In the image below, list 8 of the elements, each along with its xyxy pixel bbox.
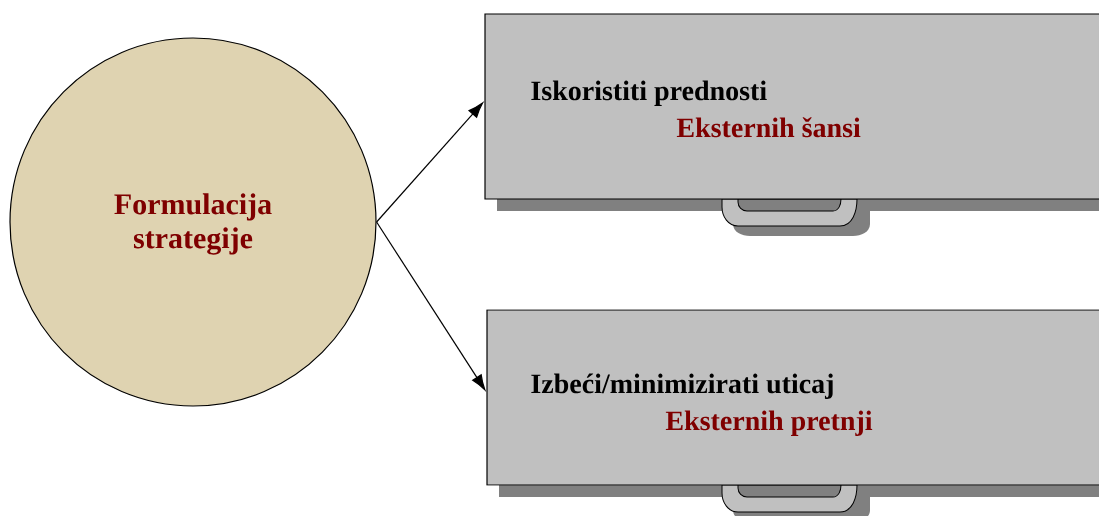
box-text: Eksternih šansi [676, 117, 861, 138]
box-text: Eksternih pretnji [665, 410, 873, 436]
box-text: Iskoristiti prednosti [531, 80, 767, 106]
node-text: Formulacija strategije [114, 193, 272, 255]
circle [9, 37, 377, 407]
box-text: Izbeći/minimizirati uticaj [531, 373, 833, 399]
arrow [376, 102, 484, 223]
arrow [376, 221, 486, 391]
